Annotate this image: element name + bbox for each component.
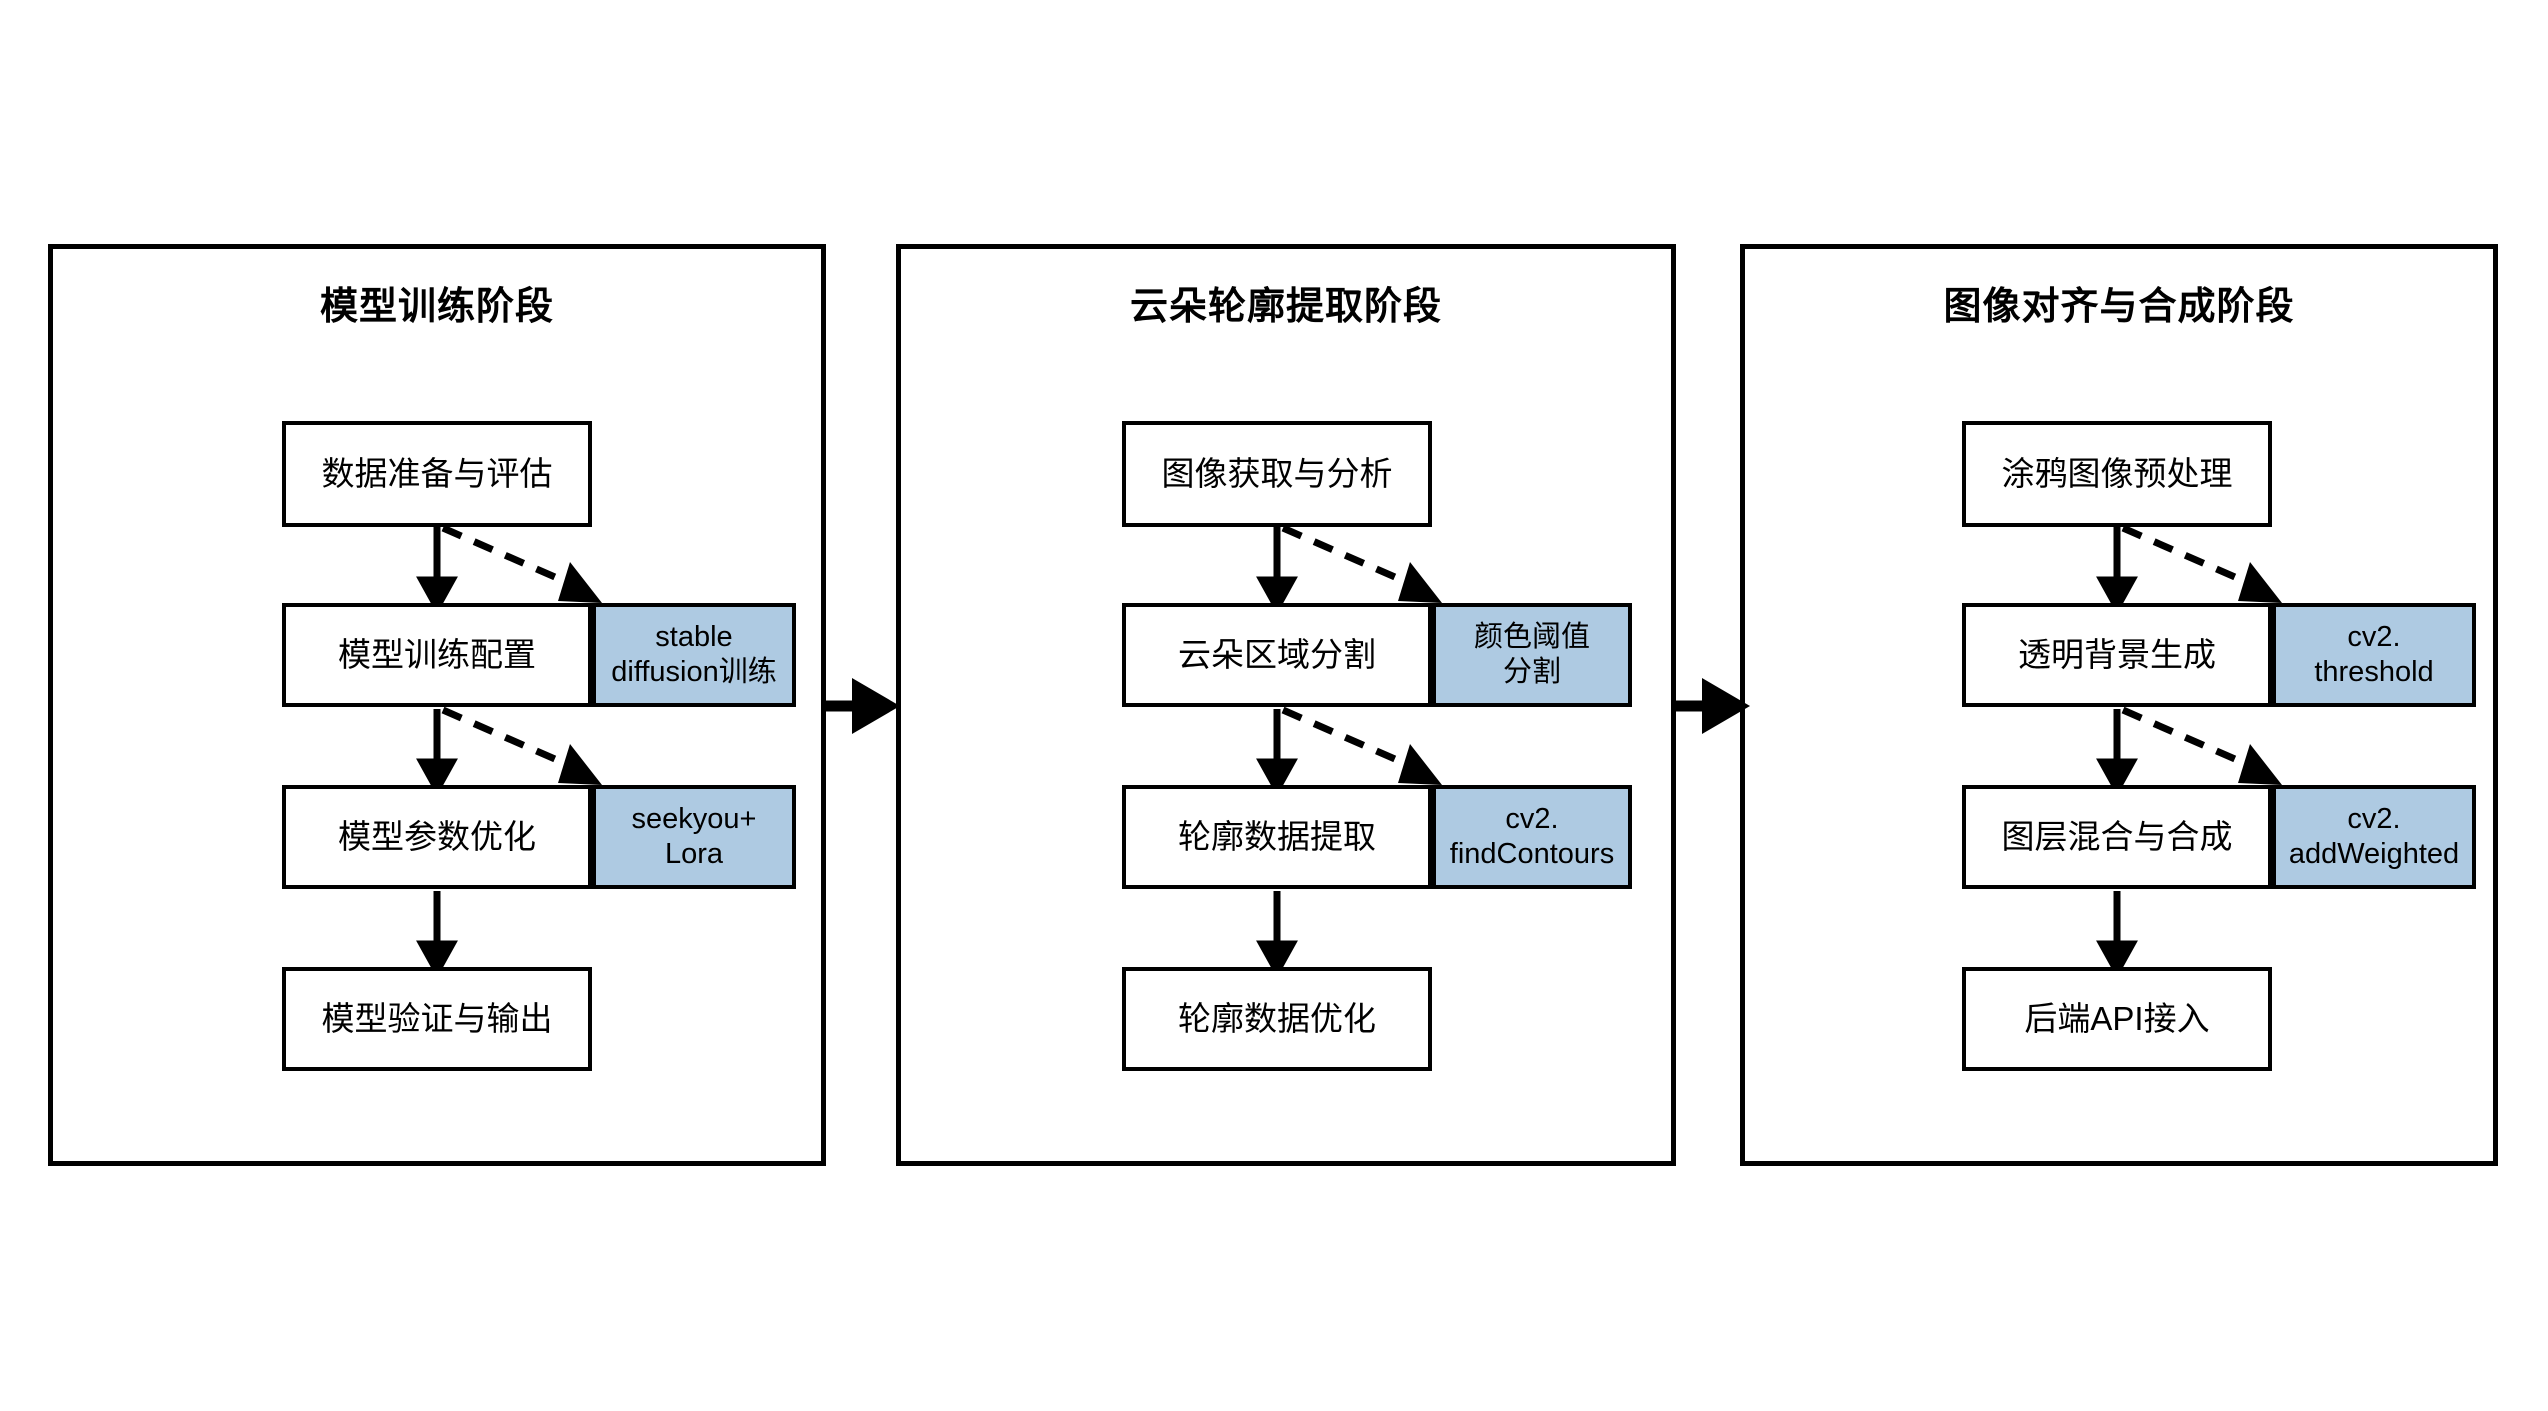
node-transparent-background[interactable]: 透明背景生成 — [1962, 603, 2272, 707]
node-training-config[interactable]: 模型训练配置 — [282, 603, 592, 707]
edges-panel-model-training — [416, 524, 602, 979]
panel-title-cloud-contour: 云朵轮廓提取阶段 — [1129, 286, 1442, 328]
tag-seekyou-lora[interactable]: seekyou+ Lora — [592, 785, 796, 889]
node-label: 图像获取与分析 — [1161, 455, 1393, 493]
node-backend-api[interactable]: 后端API接入 — [1962, 967, 2272, 1071]
tag-cv2-findcontours[interactable]: cv2. findContours — [1432, 785, 1632, 889]
node-label: 数据准备与评估 — [321, 455, 553, 493]
panel-title-model-training: 模型训练阶段 — [319, 286, 554, 328]
node-label: 云朵区域分割 — [1178, 636, 1376, 674]
node-label: 模型参数优化 — [338, 818, 536, 856]
node-contour-optimization[interactable]: 轮廓数据优化 — [1122, 967, 1432, 1071]
panel-title-align-compose: 图像对齐与合成阶段 — [1943, 286, 2295, 328]
node-label: 模型训练配置 — [338, 636, 536, 674]
node-label: 后端API接入 — [2024, 1000, 2210, 1038]
node-label: 模型验证与输出 — [321, 1000, 553, 1038]
node-param-optimization[interactable]: 模型参数优化 — [282, 785, 592, 889]
node-image-acquisition[interactable]: 图像获取与分析 — [1122, 421, 1432, 527]
node-label: 轮廓数据提取 — [1178, 818, 1376, 856]
edges-panel-cloud-contour — [1256, 524, 1442, 979]
node-label: 轮廓数据优化 — [1178, 1000, 1376, 1038]
stage-connector-1 — [824, 678, 900, 734]
edges-panel-align-compose — [2096, 524, 2282, 979]
tag-cv2-threshold[interactable]: cv2. threshold — [2272, 603, 2476, 707]
node-model-validation[interactable]: 模型验证与输出 — [282, 967, 592, 1071]
node-contour-extraction[interactable]: 轮廓数据提取 — [1122, 785, 1432, 889]
tag-stable-diffusion[interactable]: stable diffusion训练 — [592, 603, 796, 707]
node-label: 涂鸦图像预处理 — [2001, 455, 2233, 493]
stage-connector-2 — [1674, 678, 1750, 734]
node-label: 透明背景生成 — [2018, 636, 2216, 674]
tag-color-threshold-segmentation[interactable]: 颜色阈值 分割 — [1432, 603, 1632, 707]
node-doodle-preprocess[interactable]: 涂鸦图像预处理 — [1962, 421, 2272, 527]
tag-cv2-addweighted[interactable]: cv2. addWeighted — [2272, 785, 2476, 889]
node-label: 图层混合与合成 — [2001, 818, 2233, 856]
node-layer-blending[interactable]: 图层混合与合成 — [1962, 785, 2272, 889]
node-data-preparation[interactable]: 数据准备与评估 — [282, 421, 592, 527]
node-cloud-segmentation[interactable]: 云朵区域分割 — [1122, 603, 1432, 707]
